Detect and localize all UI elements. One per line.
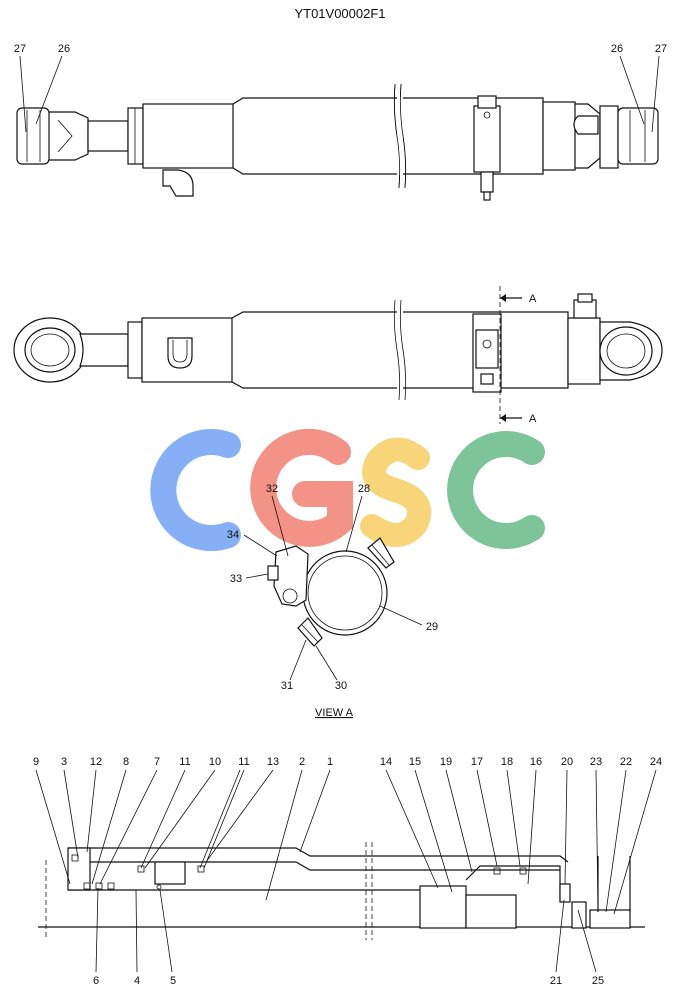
callout-27-left: 27 — [14, 43, 26, 55]
callout-7: 7 — [154, 756, 160, 768]
callout-5: 5 — [170, 975, 176, 987]
callout-1: 1 — [327, 756, 333, 768]
callout-11b: 11 — [238, 756, 249, 768]
callout-16: 16 — [530, 756, 542, 768]
callout-2: 2 — [299, 756, 305, 768]
callout-24: 24 — [650, 756, 662, 768]
callout-28: 28 — [358, 483, 370, 495]
watermark-letter-s — [360, 437, 432, 547]
callout-4: 4 — [134, 975, 140, 987]
cylinder-section-view — [38, 842, 645, 940]
callout-29: 29 — [426, 621, 438, 633]
view-a-detail — [267, 537, 395, 647]
callout-15: 15 — [409, 756, 421, 768]
callout-8: 8 — [123, 756, 129, 768]
callout-23: 23 — [590, 756, 602, 768]
callout-27-right: 27 — [655, 43, 667, 55]
callout-26-left: 26 — [58, 43, 70, 55]
cgsc-watermark-logo — [150, 428, 545, 551]
callout-9: 9 — [33, 756, 39, 768]
callout-6: 6 — [93, 975, 99, 987]
view-a-label: VIEW A — [315, 707, 354, 719]
callout-10: 10 — [209, 756, 221, 768]
callout-3: 3 — [61, 756, 67, 768]
callout-33: 33 — [230, 573, 242, 585]
callout-11a: 11 — [179, 756, 190, 768]
watermark-letter-g — [250, 428, 353, 547]
top-view-callouts: 27 26 26 27 — [14, 43, 667, 133]
view-a-callouts: 32 28 34 33 29 31 30 VIEW A — [227, 483, 438, 719]
section-marker-a-top: A — [529, 293, 537, 305]
callout-14: 14 — [380, 756, 392, 768]
callout-31: 31 — [281, 680, 293, 692]
callout-30: 30 — [335, 680, 347, 692]
callout-25: 25 — [592, 975, 604, 987]
section-callouts-bottom: 6 4 5 21 25 — [93, 887, 604, 987]
section-callouts-top: 9 3 12 8 7 11 10 11 13 2 1 14 15 19 17 1… — [33, 756, 662, 915]
cylinder-side-view — [13, 293, 663, 401]
callout-20: 20 — [561, 756, 573, 768]
cylinder-top-view — [16, 83, 659, 201]
section-markers: A A — [499, 286, 537, 425]
callout-22: 22 — [620, 756, 632, 768]
watermark-letter-c1 — [150, 429, 241, 551]
callout-13: 13 — [267, 756, 279, 768]
callout-32: 32 — [266, 483, 278, 495]
section-marker-a-bottom: A — [529, 413, 537, 425]
diagram-title: YT01V00002F1 — [294, 6, 385, 21]
callout-12: 12 — [90, 756, 102, 768]
watermark-letter-c2 — [447, 431, 545, 549]
callout-18: 18 — [501, 756, 513, 768]
callout-19: 19 — [440, 756, 452, 768]
callout-21: 21 — [550, 975, 562, 987]
callout-17: 17 — [471, 756, 483, 768]
callout-26-right: 26 — [611, 43, 623, 55]
callout-34: 34 — [227, 529, 239, 541]
